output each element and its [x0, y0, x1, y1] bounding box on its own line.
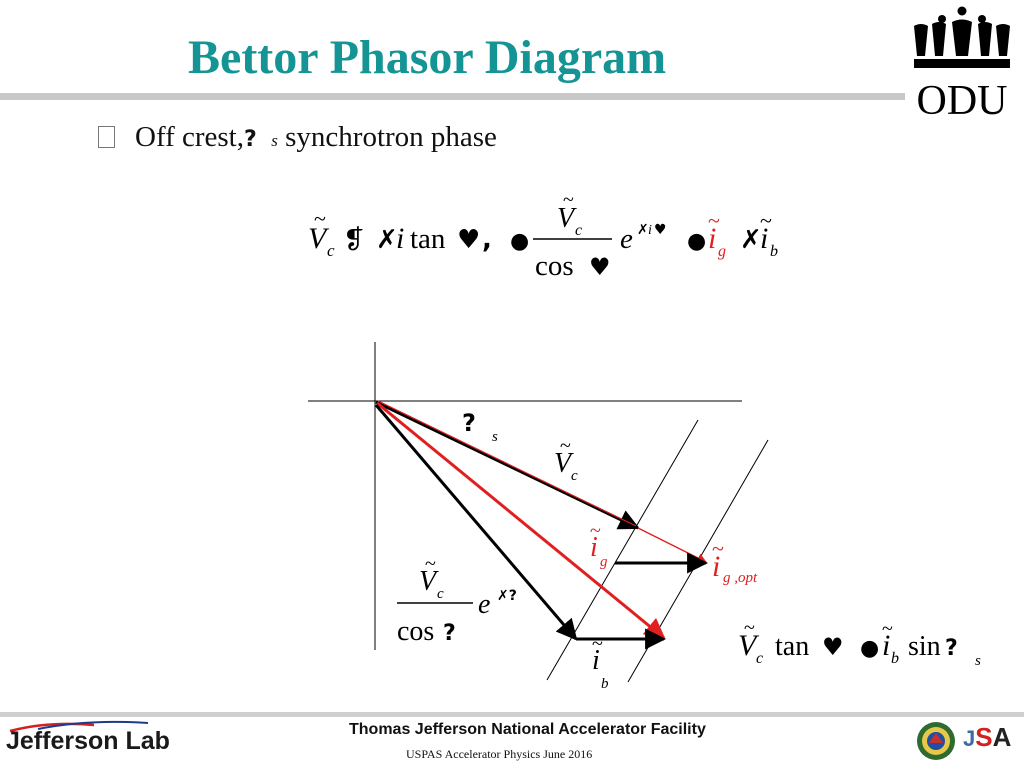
bottom-eq-sym-sub: s	[975, 653, 981, 669]
diagram-labels: ? s V ~ c i ~ g i ~ g ,opt V ~ c cos ? e…	[397, 409, 981, 692]
ig-opt-extension-arrow	[637, 527, 707, 563]
diagram-vc-tilde: ~	[560, 435, 571, 457]
bottom-eq-i-tilde: ~	[882, 618, 893, 640]
eq-heart-2: ♥	[589, 253, 611, 281]
doe-seal-icon	[917, 722, 955, 760]
diagram-ig-sub: g	[600, 554, 608, 570]
diagram-frac-num-sub: c	[437, 586, 444, 602]
title-rule	[0, 93, 905, 100]
phi-symbol: ?	[243, 127, 257, 152]
eq-ib: i	[760, 222, 768, 255]
eq-dot-1: ●	[510, 229, 529, 254]
bottom-equation: V ~ c tan ♥ ● i ~ b sin ? s	[738, 617, 981, 669]
eq-dot-2: ●	[687, 229, 706, 254]
diagram-ib-tilde: ~	[592, 633, 603, 655]
odu-logo-text: ODU	[917, 78, 1008, 120]
eq-vc-sub: c	[327, 241, 335, 260]
eq-frac-num-sub: c	[575, 222, 582, 239]
phasor-diagram	[308, 342, 769, 683]
jsa-s: S	[975, 722, 993, 752]
diagram-igopt-tilde: ~	[712, 536, 724, 561]
eq-tan: tan	[410, 223, 446, 255]
diagram-frac-num: V	[419, 566, 439, 597]
jsa-logo: JSA	[963, 722, 1011, 753]
bottom-eq-i-sub: b	[891, 650, 899, 667]
eq-frac-num-tilde: ~	[563, 189, 574, 211]
jefferson-lab-swoosh-icon	[9, 720, 149, 733]
eq-frac-num: V	[557, 203, 577, 234]
bottom-eq-i: i	[882, 629, 890, 662]
diagram-frac-num-tilde: ~	[425, 553, 436, 575]
phi-subscript: s	[271, 131, 278, 150]
bottom-eq-sin: sin	[908, 631, 941, 662]
eq-i: i	[396, 222, 404, 255]
bullet-text-before: Off crest,	[135, 121, 244, 153]
odu-crown-logo: ODU	[914, 6, 1010, 120]
diagram-frac-den-symbol: ?	[443, 621, 456, 646]
diagram-phi-sub: s	[492, 429, 498, 445]
square-bullet-icon	[98, 126, 115, 148]
diagram-vc-label: V	[554, 448, 574, 479]
eq-exp-i: i	[648, 223, 652, 238]
vc-phasor-red-edge	[377, 400, 637, 527]
diagram-frac-den: cos	[397, 616, 434, 647]
vc-over-cos-arrow	[374, 404, 578, 641]
diagram-phi-symbol: ?	[462, 409, 476, 437]
eq-ib-sub: b	[770, 243, 778, 260]
diagram-ib-sub: b	[601, 676, 609, 692]
diagram-vc-sub: c	[571, 468, 578, 484]
diagram-ig-label: i	[590, 532, 598, 563]
diagram-igopt-sub: g ,opt	[723, 570, 758, 586]
bullet-text-after: synchrotron phase	[285, 121, 497, 153]
facility-name: Thomas Jefferson National Accelerator Fa…	[349, 721, 706, 738]
eq-exp-base: e	[620, 223, 633, 255]
vc-phasor-arrow	[375, 400, 640, 530]
eq-exp-x: ✗	[637, 222, 649, 238]
bottom-eq-sym: ?	[945, 636, 958, 661]
eq-frac-den: cos	[535, 250, 574, 282]
eq-vc: V	[308, 222, 330, 255]
diagram-exp-base: e	[478, 589, 490, 620]
ig-phasor-arrow	[376, 401, 666, 640]
eq-comma-glyph: ,	[482, 225, 492, 255]
bottom-eq-heart: ♥	[822, 633, 844, 661]
diagram-ig-tilde: ~	[590, 520, 601, 542]
jsa-a: A	[992, 722, 1012, 752]
footer-rule	[0, 712, 1024, 717]
slide-title: Bettor Phasor Diagram	[188, 31, 667, 84]
bottom-eq-v-sub: c	[756, 650, 763, 667]
eq-glyph-x-2: ✗	[740, 225, 762, 255]
eq-ib-tilde: ~	[760, 208, 772, 233]
diagram-ib-label: i	[592, 645, 600, 676]
jsa-j: J	[963, 726, 976, 751]
eq-ig-sub: g	[718, 243, 726, 260]
jefferson-lab-logo: Jefferson Lab	[6, 727, 170, 755]
eq-vc-tilde: ~	[314, 206, 326, 231]
bullet-item: Off crest,? s synchrotron phase	[98, 121, 497, 154]
bottom-eq-v-tilde: ~	[744, 617, 755, 639]
bottom-eq-dot: ●	[860, 636, 879, 661]
eq-ig: i	[708, 222, 716, 255]
course-name: USPAS Accelerator Physics June 2016	[406, 747, 593, 761]
eq-ig-tilde: ~	[708, 208, 720, 233]
eq-heart-1: ♥	[457, 225, 480, 255]
eq-glyph-x: ✗	[376, 225, 398, 255]
eq-glyph-paren: ❡	[343, 225, 365, 255]
bottom-eq-tan: tan	[775, 631, 809, 662]
diagram-igopt-label: i	[712, 550, 720, 583]
eq-exp-heart: ♥	[654, 222, 667, 238]
bottom-eq-v: V	[738, 629, 760, 662]
diagram-exp-glyph: ✗?	[497, 588, 517, 604]
main-equation: V ~ c ❡ ✗ i tan ♥ , ● V ~ c cos ♥ e ✗ i …	[308, 189, 778, 282]
